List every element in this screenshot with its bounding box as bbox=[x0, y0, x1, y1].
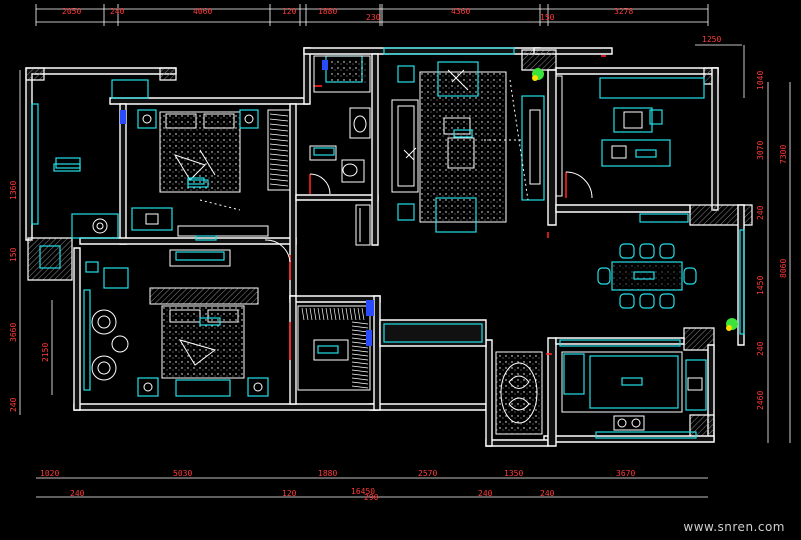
dim-bottom-small: 290 bbox=[364, 493, 379, 502]
entrance bbox=[495, 351, 543, 435]
dining-area bbox=[597, 243, 738, 331]
tv-cabinet-1 bbox=[177, 225, 269, 237]
bottom-dimension-line bbox=[36, 477, 708, 498]
doors bbox=[264, 55, 606, 360]
toilet bbox=[341, 159, 365, 183]
dim-bottom-4: 1350 bbox=[504, 469, 523, 478]
dim-right-outer-1: 8060 bbox=[779, 259, 788, 278]
bedroom-1 bbox=[131, 109, 291, 241]
top-dimension-line bbox=[35, 4, 709, 26]
dining-chair-1 bbox=[619, 243, 635, 259]
fridge bbox=[563, 353, 585, 395]
outer-walls bbox=[25, 47, 753, 447]
nightstand-right-2 bbox=[247, 377, 269, 397]
sofa bbox=[391, 99, 419, 193]
wardrobe-1 bbox=[267, 109, 291, 191]
dim-right-outer-0: 7300 bbox=[779, 145, 788, 164]
armchair-1 bbox=[91, 309, 117, 335]
stove bbox=[613, 415, 645, 431]
bottom-dimensions: 1020 5030 1880 2570 1350 3670 240 120 24… bbox=[40, 469, 635, 502]
bedroom-2 bbox=[83, 249, 269, 397]
dim-bottom-second-2: 240 bbox=[478, 489, 493, 498]
dim-right-inner-1: 240 bbox=[756, 205, 765, 220]
dim-top-right: 1250 bbox=[702, 35, 721, 44]
sink bbox=[349, 107, 371, 139]
interior-walls bbox=[79, 53, 691, 447]
dim-bottom-2: 1880 bbox=[318, 469, 337, 478]
top-dimensions: 2050 240 4060 120 1880 230 4360 150 3278 bbox=[62, 7, 633, 22]
armchair-top bbox=[437, 61, 479, 97]
coffee-table-2 bbox=[447, 137, 475, 169]
dining-chair-6 bbox=[659, 293, 675, 309]
dim-bottom-3: 2570 bbox=[418, 469, 437, 478]
dim-bottom-1: 5030 bbox=[173, 469, 192, 478]
armchair-bottom bbox=[435, 197, 477, 233]
dim-left-0: 1360 bbox=[9, 181, 18, 200]
dim-left-3: 2150 bbox=[41, 343, 50, 362]
blue-accents bbox=[120, 60, 372, 346]
dining-chair-2 bbox=[639, 243, 655, 259]
rug bbox=[420, 72, 506, 222]
dim-top-4: 1880 bbox=[318, 7, 337, 16]
dim-left-4: 240 bbox=[9, 397, 18, 412]
left-dimension-line bbox=[19, 70, 53, 415]
dim-left-1: 150 bbox=[9, 247, 18, 262]
study-desk bbox=[601, 139, 671, 167]
top-right-dimension: 1250 bbox=[695, 35, 742, 46]
storage-corner bbox=[55, 157, 119, 239]
dim-top-5: 230 bbox=[366, 13, 381, 22]
kitchen-island bbox=[589, 355, 679, 409]
nightstand-left-2 bbox=[137, 377, 159, 397]
kitchen bbox=[561, 351, 707, 431]
right-dimensions: 1040 3070 240 1450 240 2460 7300 8060 bbox=[756, 71, 788, 410]
tv-cabinet-2 bbox=[169, 249, 231, 267]
dim-top-0: 2050 bbox=[62, 7, 81, 16]
living-room bbox=[391, 61, 545, 233]
desk-1 bbox=[131, 207, 173, 231]
desk-2 bbox=[103, 267, 129, 289]
dim-right-inner-3: 240 bbox=[756, 341, 765, 356]
dim-top-7: 150 bbox=[540, 13, 555, 22]
shower bbox=[313, 55, 371, 93]
dim-bottom-second-3: 240 bbox=[540, 489, 555, 498]
watermark: www.snren.com bbox=[683, 520, 785, 534]
windows bbox=[31, 47, 745, 439]
closet bbox=[297, 300, 374, 391]
dining-chair-4 bbox=[619, 293, 635, 309]
nightstand-right-1 bbox=[239, 109, 259, 129]
dim-bottom-5: 3670 bbox=[616, 469, 635, 478]
dim-bottom-total: 16450 bbox=[351, 487, 375, 496]
dining-chair-5 bbox=[639, 293, 655, 309]
dim-top-6: 4360 bbox=[451, 7, 470, 16]
dim-top-2: 4060 bbox=[193, 7, 212, 16]
dim-top-8: 3278 bbox=[614, 7, 633, 16]
left-dimensions: 1360 150 3660 2150 240 bbox=[9, 181, 50, 412]
room-tags bbox=[53, 129, 657, 386]
dining-chair-3 bbox=[659, 243, 675, 259]
dim-top-3: 120 bbox=[282, 7, 297, 16]
tv-cabinet-living bbox=[521, 95, 545, 201]
armchair-2 bbox=[91, 355, 117, 381]
dim-bottom-second-0: 240 bbox=[70, 489, 85, 498]
right-dimension-line bbox=[743, 45, 791, 443]
dim-left-2: 3660 bbox=[9, 323, 18, 342]
bathroom bbox=[309, 55, 371, 246]
dim-top-1: 240 bbox=[110, 7, 125, 16]
study bbox=[555, 75, 671, 197]
nightstand-left-1 bbox=[137, 109, 157, 129]
study-chair bbox=[613, 107, 653, 133]
dim-bottom-second-1: 120 bbox=[282, 489, 297, 498]
dim-right-upper: 1040 bbox=[756, 71, 765, 90]
dim-right-inner-0: 3070 bbox=[756, 141, 765, 160]
coffee-table-1 bbox=[443, 117, 471, 135]
dim-bottom-0: 1020 bbox=[40, 469, 59, 478]
dim-right-inner-4: 2460 bbox=[756, 391, 765, 410]
dim-right-inner-2: 1450 bbox=[756, 276, 765, 295]
